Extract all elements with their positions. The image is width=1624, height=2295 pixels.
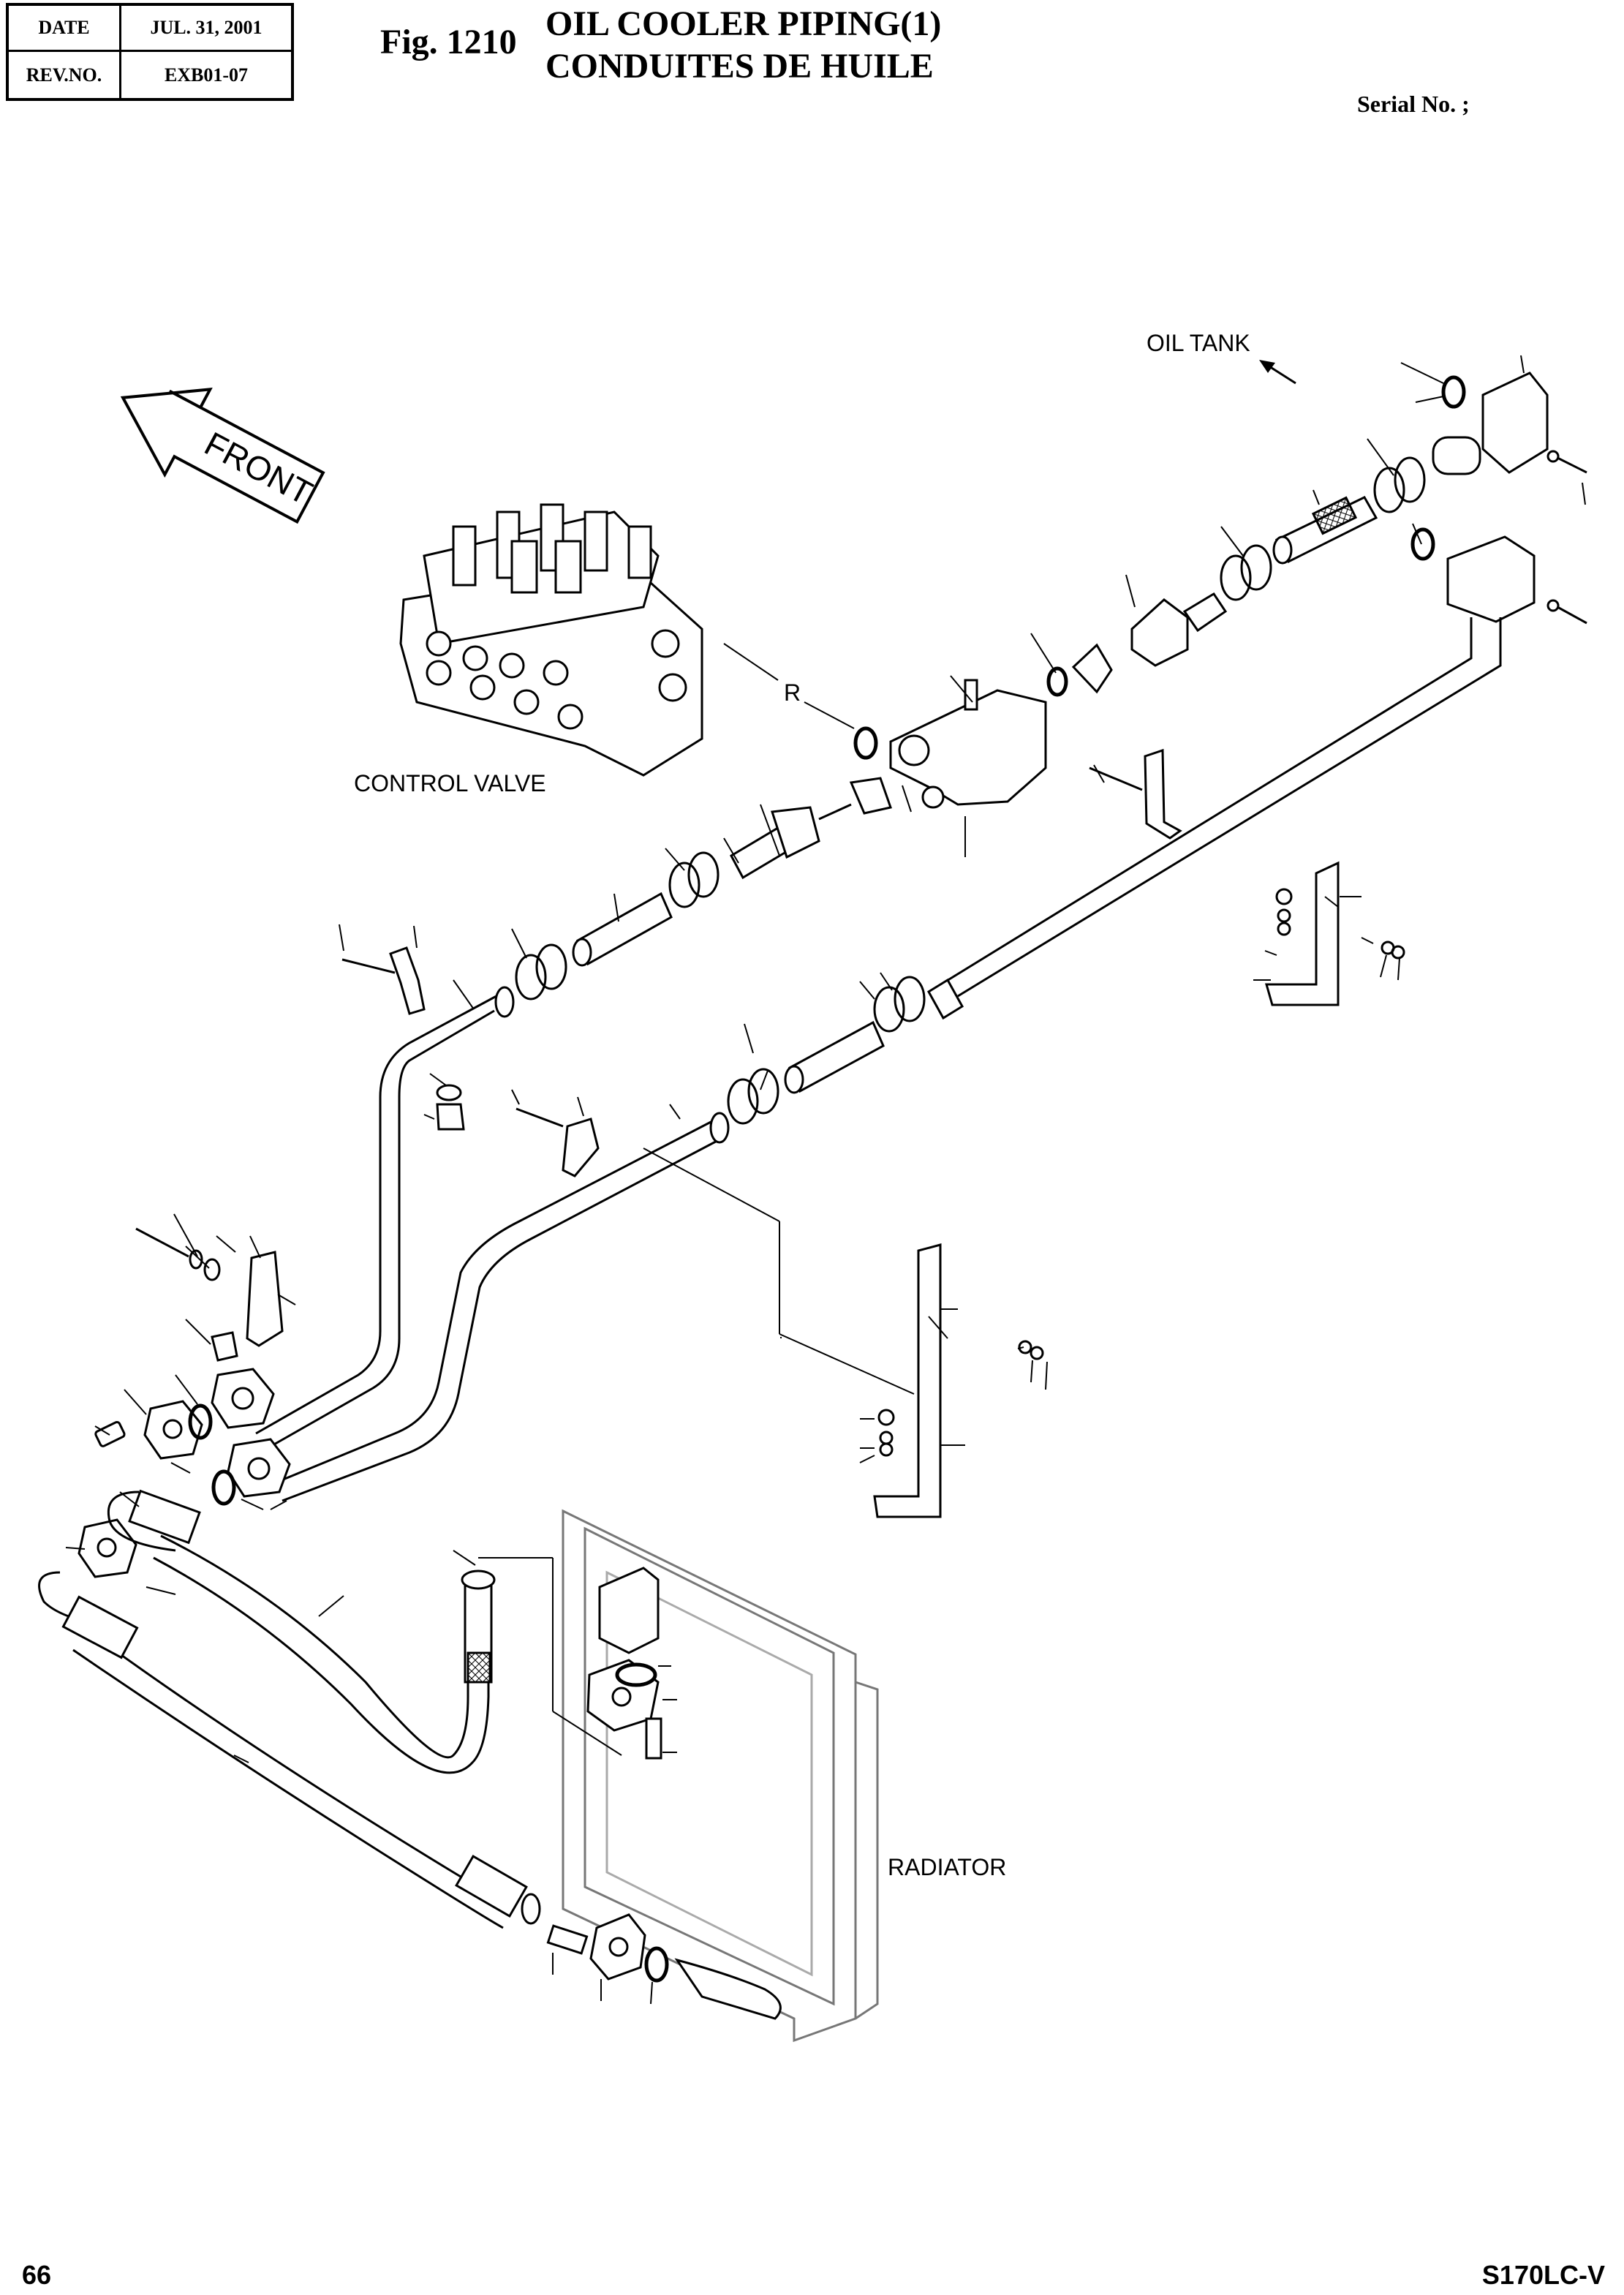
manifold-tee [889,679,1047,809]
hose-clamps-lower [727,976,926,1125]
front-arrow: FRONT [120,388,325,524]
valve-spools [452,503,652,594]
hose-sleeve-lower [784,978,964,1094]
tank-bolts [1546,450,1587,625]
serial-number: Serial No. ; [1357,91,1470,117]
pipe-clamp-right [1089,748,1182,840]
radiator-outlet-fittings [546,1913,782,2020]
radiator [562,1509,879,2043]
check-valve [818,777,892,821]
bent-pipe-lower [270,1112,730,1502]
title-english: OIL COOLER PIPING(1) [545,4,942,43]
flange-orings [188,1403,236,1506]
title-french: CONDUITES DE HUILE [545,47,934,86]
figure-number: Fig. 1210 [380,23,517,61]
oil-tank-arrow [1259,360,1296,385]
rev-label: REV.NO. [9,52,121,98]
oil-tank-label: OIL TANK [1147,330,1250,356]
radiator-label: RADIATOR [888,1854,1006,1880]
split-flange-upper [211,1368,275,1429]
plug-fitting-upper [436,1084,465,1131]
bracket-washers [1018,941,1405,1360]
split-flange-lower [227,1438,291,1498]
rubber-hose-upper [107,1489,496,1774]
plug-fitting-lower [211,1331,238,1362]
pipe-adapter-middle [730,806,820,880]
tank-fitting-lower [1410,527,1536,623]
adapter-flange-upper [1046,592,1228,697]
oring-manifold [853,726,878,760]
rubber-hose-lower [38,1571,541,1929]
leader-lines [65,355,1586,2005]
revision-table: DATE JUL. 31, 2001 REV.NO. EXB01-07 [6,3,294,101]
radiator-inlet-fittings [586,1567,662,1760]
return-pipe-main [943,617,1502,998]
rev-value: EXB01-07 [164,64,249,86]
hose-clamps-middle [515,851,720,1000]
pipe-clamp-lower [135,1227,284,1347]
page-title: OIL COOLER PIPING(1) CONDUITES DE HUILE [545,3,941,88]
bent-pipe-upper [255,986,515,1450]
pipe-clamp-middle [515,1107,600,1177]
hose-sleeve-upper [1272,496,1378,565]
r-marker: R [784,679,801,706]
control-valve-label: CONTROL VALVE [354,770,546,796]
support-bracket-lower [873,1243,942,1518]
model-number: S170LC-V [1481,2260,1605,2290]
support-bracket-upper [1265,861,1340,1006]
page-number: 66 [22,2260,52,2290]
hose-sleeve-middle [572,892,673,967]
flange-bolts [94,1420,126,1447]
pipe-clamp-upper [341,946,426,1015]
control-valve [399,503,703,777]
date-value: JUL. 31, 2001 [121,6,291,52]
tank-fitting-upper [1432,372,1549,475]
date-label: DATE [9,6,121,52]
